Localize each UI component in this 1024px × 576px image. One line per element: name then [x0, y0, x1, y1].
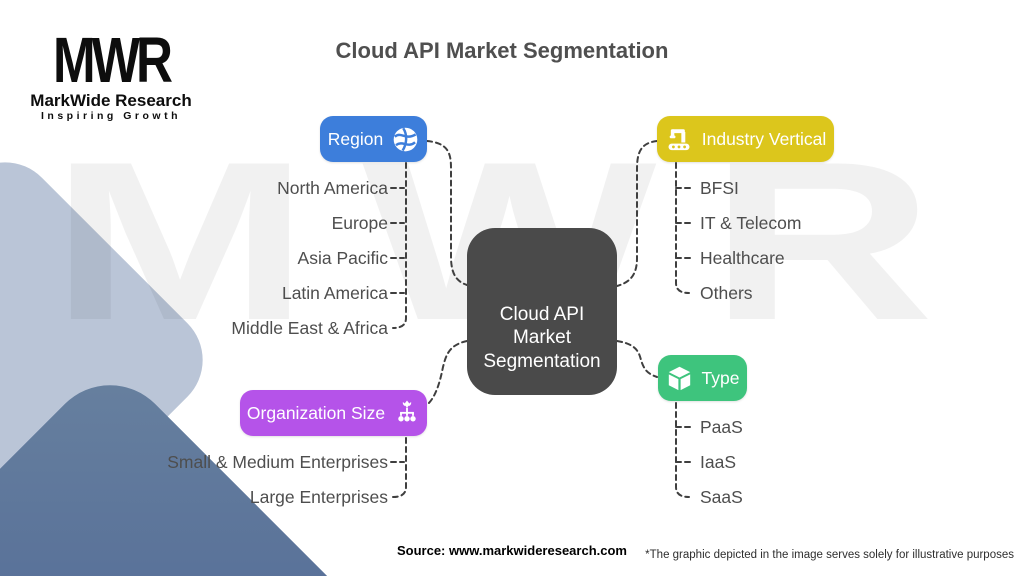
organization-item: Large Enterprises	[249, 487, 388, 507]
region-item: Asia Pacific	[297, 248, 388, 268]
source-text: Source: www.markwideresearch.com	[396, 543, 627, 558]
industry-item: Healthcare	[700, 248, 785, 268]
category-pill-type: Type	[658, 355, 747, 401]
type-item: IaaS	[700, 452, 736, 472]
industry-item: BFSI	[700, 178, 739, 198]
category-pill-industry-vertical: Industry Vertical	[657, 116, 834, 162]
organization-item: Small & Medium Enterprises	[167, 452, 388, 472]
org-chart-icon	[394, 400, 420, 426]
type-item: PaaS	[700, 417, 743, 437]
central-node-line: Cloud API	[499, 303, 585, 325]
type-label: Type	[701, 367, 740, 388]
logo-name: MarkWide Research	[30, 91, 192, 110]
category-pill-region: Region	[320, 116, 427, 162]
central-node-line: Segmentation	[483, 350, 601, 372]
industry-vertical-label: Industry Vertical	[701, 128, 827, 149]
cube-icon	[666, 365, 693, 392]
central-node: Cloud API Market Segmentation	[467, 228, 617, 395]
region-item: Latin America	[281, 283, 388, 303]
central-node-line: Market	[512, 327, 572, 348]
type-item: SaaS	[700, 487, 743, 507]
region-item: North America	[277, 178, 388, 198]
globe-icon	[392, 126, 419, 153]
industry-item: IT & Telecom	[700, 213, 802, 233]
region-item: Middle East & Africa	[231, 318, 388, 338]
markwide-logo: MWR MarkWide Research Inspiring Growth	[18, 24, 204, 123]
category-pill-organization-size: Organization Size	[240, 390, 427, 436]
region-label: Region	[327, 128, 384, 149]
logo-acronym: MWR	[53, 24, 173, 96]
organization-size-label: Organization Size	[246, 402, 386, 423]
page-title: Cloud API Market Segmentation	[335, 38, 669, 63]
disclaimer-text: *The graphic depicted in the image serve…	[645, 549, 1014, 561]
industry-item: Others	[700, 283, 753, 303]
region-item: Europe	[331, 213, 388, 233]
factory-robot-icon	[665, 125, 693, 153]
logo-tagline: Inspiring Growth	[41, 110, 181, 122]
